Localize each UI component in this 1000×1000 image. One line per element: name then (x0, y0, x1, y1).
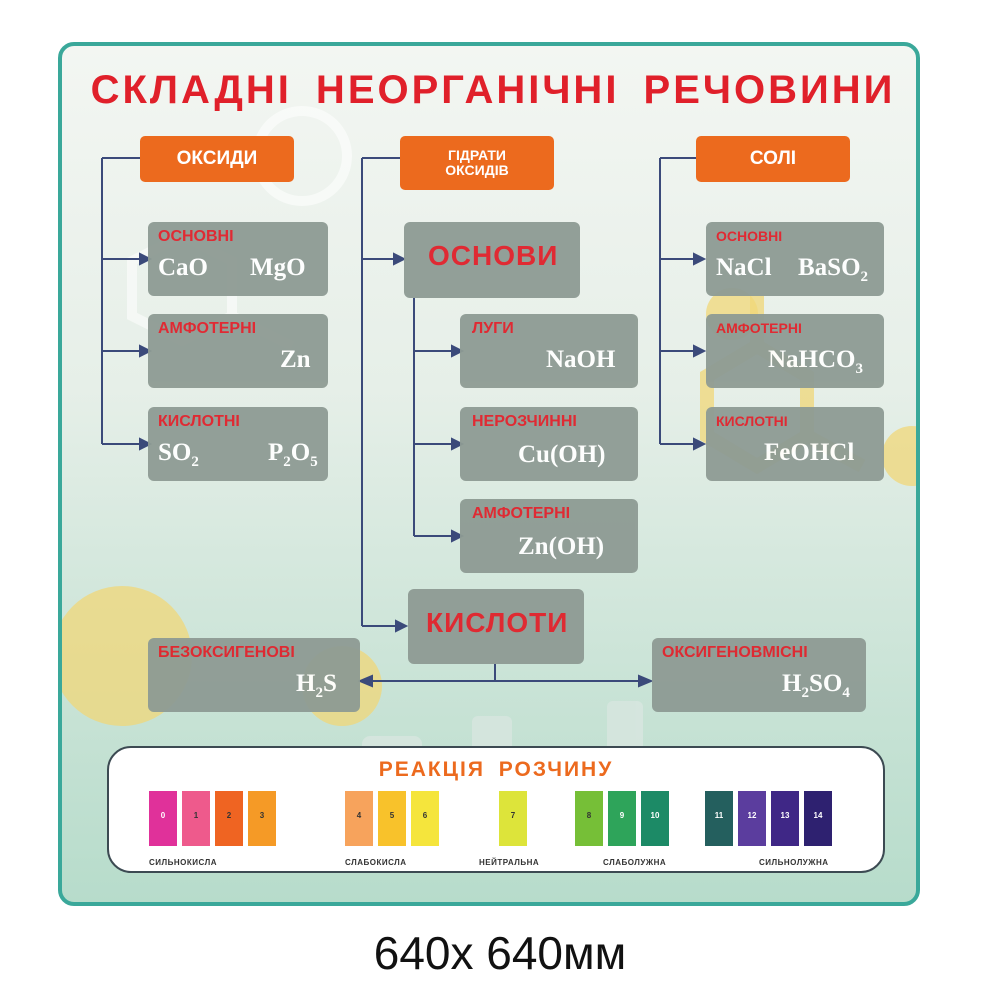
ph-swatch-7: 7 (499, 791, 527, 846)
ph-swatch-9: 9 (608, 791, 636, 846)
poster-board: СКЛАДНІ НЕОРГАНІЧНІ РЕЧОВИНИ (58, 42, 920, 906)
ph-scale-title: РЕАКЦІЯ РОЗЧИНУ (378, 758, 614, 781)
oxygen-containing-acids-box: ОКСИГЕНОВМІСНІ H2SO4 (652, 638, 866, 712)
ph-swatch-5: 5 (378, 791, 406, 846)
size-caption: 640x 640мм (373, 927, 627, 979)
salts-acidic-box: КИСЛОТНІ FeOHCl (706, 407, 884, 481)
salts-basic-box: ОСНОВНІ NaCl BaSO2 (706, 222, 884, 296)
ph-swatch-12: 12 (738, 791, 766, 846)
ph-swatch-8: 8 (575, 791, 603, 846)
salts-acidic-label: КИСЛОТНІ (716, 413, 788, 429)
oxides-amphoteric-label: АМФОТЕРНІ (158, 320, 257, 337)
oxygen-containing-label: ОКСИГЕНОВМІСНІ (662, 644, 808, 661)
formula-mgo: MgO (250, 254, 306, 281)
ph-swatch-14: 14 (804, 791, 832, 846)
formula-nacl: NaCl (716, 254, 772, 281)
page-title: СКЛАДНІ НЕОРГАНІЧНІ РЕЧОВИНИ (90, 68, 896, 112)
ph-swatch-1: 1 (182, 791, 210, 846)
salts-header: СОЛІ (696, 136, 850, 182)
formula-feohcl: FeOHCl (764, 439, 855, 466)
insoluble-bases-box: НЕРОЗЧИННІ Cu(OH) (460, 407, 638, 481)
ph-swatch-3: 3 (248, 791, 276, 846)
oxides-basic-label: ОСНОВНІ (158, 228, 234, 245)
oxides-acidic-label: КИСЛОТНІ (158, 413, 240, 430)
amphoteric-bases-label: АМФОТЕРНІ (472, 505, 571, 522)
formula-p2o5: P2O5 (268, 439, 318, 470)
salts-basic-label: ОСНОВНІ (716, 228, 783, 244)
bases-title: ОСНОВИ (428, 240, 559, 271)
salts-amphoteric-box: АМФОТЕРНІ NaHCO3 (706, 314, 884, 388)
ph-label-neutral: НЕЙТРАЛЬНА (479, 858, 540, 867)
acids-title: КИСЛОТИ (426, 607, 569, 638)
oxides-basic-box: ОСНОВНІ CaO MgO (148, 222, 328, 296)
ph-swatch-0: 0 (149, 791, 177, 846)
oxygen-free-label: БЕЗОКСИГЕНОВІ (158, 644, 295, 661)
ph-swatch-10: 10 (641, 791, 669, 846)
formula-baso2: BaSO2 (798, 254, 869, 285)
acids-box: КИСЛОТИ (408, 589, 584, 664)
formula-h2so4: H2SO4 (782, 670, 850, 701)
hydrates-header: ГІДРАТИ ОКСИДІВ (400, 136, 554, 190)
ph-swatch-13: 13 (771, 791, 799, 846)
hydrates-header-line1: ГІДРАТИ (448, 147, 506, 164)
ph-swatch-11: 11 (705, 791, 733, 846)
oxides-header: ОКСИДИ (140, 136, 294, 182)
amphoteric-bases-box: АМФОТЕРНІ Zn(OH) (460, 499, 638, 573)
formula-zn: Zn (280, 346, 311, 373)
oxides-header-text: ОКСИДИ (176, 148, 258, 170)
formula-cuoh: Cu(OH) (518, 441, 606, 468)
formula-nahco3: NaHCO3 (768, 346, 863, 377)
formula-znoh: Zn(OH) (518, 533, 605, 560)
formula-so2: SO2 (158, 439, 199, 470)
insoluble-label: НЕРОЗЧИННІ (472, 413, 577, 430)
ph-label-weak-acid: СЛАБОКИСЛА (345, 858, 407, 867)
ph-swatch-6: 6 (411, 791, 439, 846)
alkalis-box: ЛУГИ NaOH (460, 314, 638, 388)
ph-label-strong-acid: СИЛЬНОКИСЛА (149, 858, 217, 867)
salts-amphoteric-label: АМФОТЕРНІ (716, 320, 802, 336)
hydrates-header-line2: ОКСИДІВ (445, 162, 509, 178)
ph-label-strong-alkaline: СИЛЬНОЛУЖНА (759, 858, 829, 867)
formula-naoh: NaOH (546, 346, 616, 373)
oxides-acidic-box: КИСЛОТНІ SO2 P2O5 (148, 407, 328, 481)
oxides-amphoteric-box: АМФОТЕРНІ Zn (148, 314, 328, 388)
connector-lines (101, 157, 707, 688)
alkalis-label: ЛУГИ (472, 320, 514, 337)
bases-box: ОСНОВИ (404, 222, 580, 298)
formula-cao: CaO (158, 254, 208, 281)
ph-label-weak-alkaline: СЛАБОЛУЖНА (603, 858, 667, 867)
ph-swatch-2: 2 (215, 791, 243, 846)
ph-swatch-4: 4 (345, 791, 373, 846)
oxygen-free-acids-box: БЕЗОКСИГЕНОВІ H2S (148, 638, 360, 712)
salts-header-text: СОЛІ (749, 148, 797, 170)
formula-h2s: H2S (296, 670, 337, 701)
